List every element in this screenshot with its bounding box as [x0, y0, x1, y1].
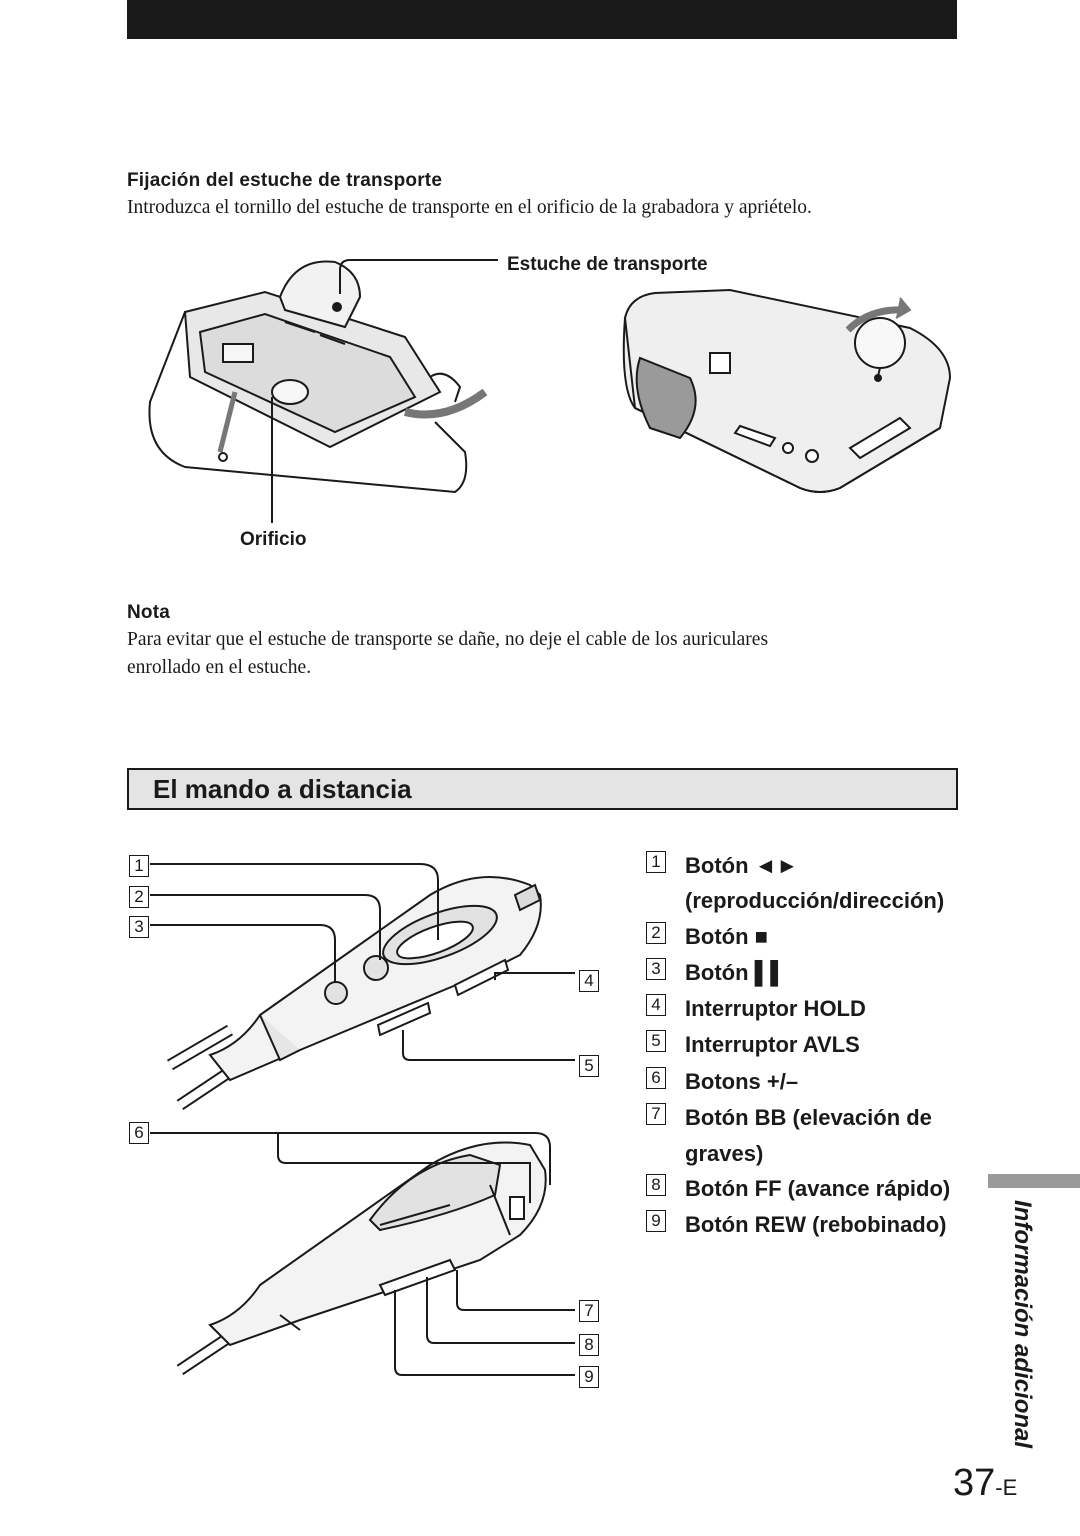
hole-label-leader [271, 397, 273, 523]
side-tab-label: Información adicional [1009, 1200, 1036, 1449]
page-number-suffix: -E [995, 1475, 1018, 1500]
label-hole: Orificio [240, 529, 307, 550]
callout-4: 4 [579, 970, 599, 992]
callout-1: 1 [129, 855, 149, 877]
legend-number-4: 4 [646, 994, 666, 1016]
carrying-case-text: Introduzca el tornillo del estuche de tr… [127, 197, 812, 218]
legend-number-1: 1 [646, 851, 666, 873]
callout-9: 9 [579, 1366, 599, 1388]
section-remote-title-box: El mando a distancia [127, 768, 958, 810]
note-line-1: Para evitar que el estuche de transporte… [127, 629, 769, 650]
side-tab-label-box: Información adicional [1008, 1200, 1038, 1450]
legend-text-1-cont: (reproducción/dirección) [685, 888, 945, 913]
legend-item-3: 3 Botón ▌▌ [646, 955, 976, 991]
header-bar [127, 0, 957, 39]
legend-text-3: Botón ▌▌ [685, 960, 786, 985]
legend-text-7: Botón BB (elevación de [685, 1105, 932, 1130]
remote-control-top-illustration [150, 863, 575, 1110]
legend-text-2: Botón ■ [685, 924, 768, 949]
legend-item-2: 2 Botón ■ [646, 919, 976, 955]
legend-text-5: Interruptor AVLS [685, 1032, 860, 1057]
label-carrying-case: Estuche de transporte [507, 254, 708, 275]
recorder-case-illustration-right [622, 288, 952, 493]
legend-item-1-cont: (reproducción/dirección) [646, 883, 976, 919]
legend-item-9: 9 Botón REW (rebobinado) [646, 1207, 976, 1243]
carrying-case-heading: Fijación del estuche de transporte [127, 170, 443, 191]
legend-number-8: 8 [646, 1174, 666, 1196]
legend-number-2: 2 [646, 922, 666, 944]
legend-item-4: 4 Interruptor HOLD [646, 991, 976, 1027]
side-tab-marker [988, 1174, 1080, 1188]
legend-item-1: 1 Botón ◄► [646, 848, 976, 884]
legend-text-1: Botón ◄► [685, 853, 799, 878]
callout-7: 7 [579, 1300, 599, 1322]
callout-6: 6 [129, 1122, 149, 1144]
legend-number-6: 6 [646, 1067, 666, 1089]
remote-control-bottom-illustration [150, 1132, 575, 1376]
legend-number-9: 9 [646, 1210, 666, 1232]
legend-text-9: Botón REW (rebobinado) [685, 1212, 947, 1237]
legend-text-7-cont: graves) [685, 1141, 764, 1166]
callout-5: 5 [579, 1055, 599, 1077]
legend-number-7: 7 [646, 1103, 666, 1125]
case-label-leader [339, 259, 498, 294]
legend-text-4: Interruptor HOLD [685, 996, 866, 1021]
legend-item-6: 6 Botons +/– [646, 1064, 976, 1100]
section-remote-title: El mando a distancia [153, 774, 412, 804]
callout-3: 3 [129, 916, 149, 938]
page-number-value: 37 [953, 1462, 996, 1504]
page-number: 37-E [953, 1462, 1017, 1505]
legend-text-6: Botons +/– [685, 1069, 799, 1094]
legend-item-5: 5 Interruptor AVLS [646, 1027, 976, 1063]
legend-item-7-cont: graves) [646, 1136, 976, 1172]
note-line-2: enrollado en el estuche. [127, 657, 312, 678]
legend-item-7: 7 Botón BB (elevación de [646, 1100, 976, 1136]
callout-8: 8 [579, 1334, 599, 1356]
recorder-case-illustration-left [148, 260, 488, 494]
legend-item-8: 8 Botón FF (avance rápido) [646, 1171, 976, 1207]
legend-number-5: 5 [646, 1030, 666, 1052]
legend-number-3: 3 [646, 958, 666, 980]
note-heading: Nota [127, 602, 171, 623]
legend-text-8: Botón FF (avance rápido) [685, 1176, 951, 1201]
callout-2: 2 [129, 886, 149, 908]
